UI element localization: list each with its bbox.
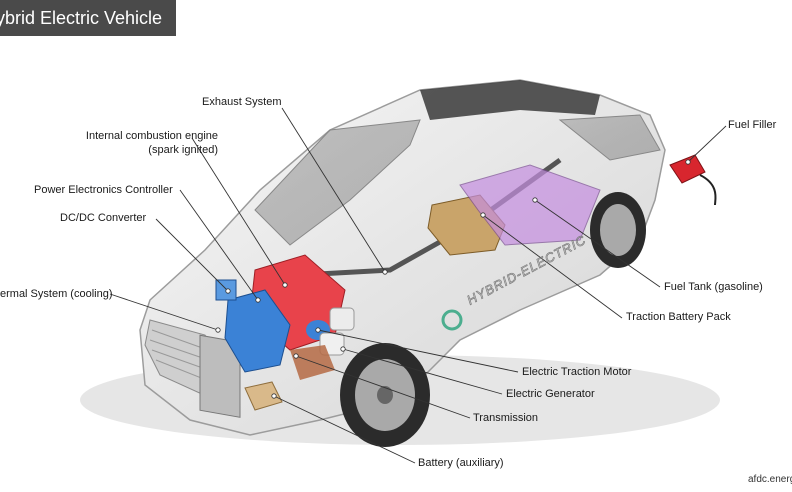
- credit-text: afdc.energ: [748, 474, 792, 485]
- power-electronics-box: [224, 289, 291, 373]
- rear-wheel: [590, 192, 646, 268]
- leader-dots: [215, 159, 691, 399]
- leader-lines: [109, 107, 727, 464]
- aux-battery: [244, 381, 283, 411]
- label-exhaust-system: Exhaust System: [202, 96, 282, 108]
- fuel-filler-nozzle: [669, 154, 717, 206]
- label-fuel-filler: Fuel Filler: [728, 119, 777, 131]
- hybrid-logo-icon: [441, 309, 463, 331]
- coolant-reservoir: [329, 307, 355, 331]
- windshield: [254, 119, 421, 246]
- label-power-electronics: Power Electronics Controller: [34, 184, 173, 196]
- title-banner: ybrid Electric Vehicle: [0, 0, 176, 36]
- label-transmission: Transmission: [473, 412, 538, 424]
- label-dcdc-converter: DC/DC Converter: [60, 212, 147, 224]
- label-traction-motor: Electric Traction Motor: [522, 366, 632, 378]
- rear-window: [558, 114, 661, 161]
- label-battery-aux: Battery (auxiliary): [418, 457, 504, 469]
- transmission-shape: [290, 345, 335, 380]
- front-wheel: [340, 343, 430, 447]
- label-thermal-system: ermal System (cooling): [0, 288, 113, 300]
- fuel-tank-box: [459, 164, 601, 246]
- label-fuel-tank: Fuel Tank (gasoline): [664, 281, 763, 293]
- roof: [420, 80, 600, 120]
- label-ice-engine-line1: Internal combustion engine: [85, 130, 218, 142]
- page-title: ybrid Electric Vehicle: [0, 8, 163, 28]
- radiator: [199, 334, 241, 418]
- label-ice-engine: Internal combustion engine (spark ignite…: [56, 129, 218, 157]
- label-traction-battery: Traction Battery Pack: [626, 311, 731, 323]
- label-ice-engine-line2: (spark ignited): [148, 144, 218, 156]
- label-generator: Electric Generator: [506, 388, 595, 400]
